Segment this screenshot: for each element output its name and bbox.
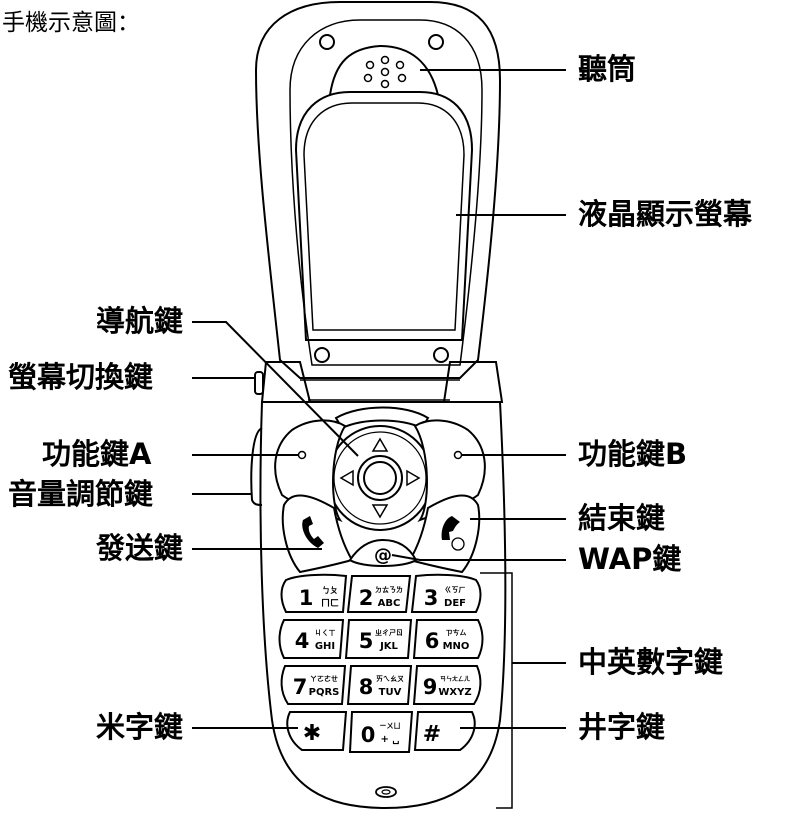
key-3-digit: 3 bbox=[424, 586, 439, 610]
key-5 bbox=[344, 619, 413, 659]
key-6-sub: ㄗㄘㄙ bbox=[446, 628, 467, 637]
function-key-a bbox=[274, 419, 347, 523]
key-4-digit: 4 bbox=[295, 629, 310, 653]
key-hash bbox=[413, 711, 476, 751]
up-arrow-icon bbox=[371, 437, 389, 452]
function-key-b-dot bbox=[453, 450, 463, 460]
key-0-digit: 0 bbox=[361, 723, 376, 747]
flip-screw-bottom-left bbox=[314, 347, 330, 363]
key-0 bbox=[348, 711, 414, 753]
leader-wap bbox=[391, 554, 566, 561]
wap-key bbox=[348, 538, 418, 567]
label-star-key: 米字鍵 bbox=[96, 710, 184, 744]
key-9-main: WXYZ bbox=[438, 687, 471, 698]
key-hash-symbol: # bbox=[423, 722, 441, 747]
key-3-main: DEF bbox=[444, 598, 466, 609]
diagram-title: 手機示意圖： bbox=[2, 10, 140, 36]
call-icon bbox=[302, 516, 324, 548]
key-1-digit: 1 bbox=[299, 586, 314, 610]
hinge-center bbox=[300, 379, 460, 401]
key-star-symbol: ✱ bbox=[303, 721, 321, 746]
function-key-a-dot bbox=[297, 450, 307, 460]
label-earpiece: 聽筒 bbox=[578, 52, 637, 86]
speaker-grille-icon bbox=[363, 55, 407, 89]
key-6 bbox=[412, 619, 484, 659]
key-8-sub: ㄞㄟㄠㄡ bbox=[376, 675, 404, 683]
key-5-digit: 5 bbox=[359, 629, 374, 653]
key-2 bbox=[346, 575, 412, 613]
key-star bbox=[286, 711, 348, 751]
flip-screw-top-right bbox=[428, 34, 444, 50]
label-function-key-a: 功能鍵A bbox=[42, 437, 152, 471]
nav-top-bar bbox=[334, 406, 430, 430]
key-6-main: MNO bbox=[443, 641, 470, 652]
key-0-sub: ㄧㄨㄩ bbox=[380, 722, 401, 730]
key-5-main: JKL bbox=[379, 641, 398, 652]
key-7 bbox=[280, 665, 347, 705]
key-9 bbox=[412, 665, 482, 705]
upper-flip-outline bbox=[254, 0, 502, 379]
label-function-key-b: 功能鍵B bbox=[578, 437, 688, 471]
key-3-sub: ㄍㄎㄏ bbox=[445, 586, 466, 594]
key-7-main: PQRS bbox=[309, 687, 340, 698]
key-1-sub: ㄅㄆ bbox=[322, 585, 338, 595]
key-3 bbox=[410, 573, 482, 613]
key-4-sub: ㄐㄑㄒ bbox=[315, 629, 336, 637]
key-0-main: + ␣ bbox=[380, 734, 399, 745]
label-screen-switch-key: 螢幕切換鍵 bbox=[8, 360, 154, 394]
volume-side-key bbox=[250, 427, 263, 506]
label-wap-key: WAP鍵 bbox=[578, 542, 682, 576]
key-1-main: ㄇㄈ bbox=[321, 598, 339, 609]
key-2-main: ABC bbox=[378, 598, 401, 609]
flip-screw-top-left bbox=[319, 34, 335, 50]
hinge-right bbox=[442, 361, 504, 403]
key-8-main: TUV bbox=[379, 687, 402, 698]
label-hash-key: 井字鍵 bbox=[578, 710, 666, 744]
left-arrow-icon bbox=[339, 469, 354, 487]
key-9-digit: 9 bbox=[423, 675, 438, 699]
camera-lens-icon bbox=[375, 786, 397, 798]
flip-screw-bottom-right bbox=[433, 347, 449, 363]
screen-switch-side-button bbox=[254, 371, 264, 395]
lcd-screen bbox=[303, 102, 465, 331]
nav-center-button bbox=[363, 461, 397, 495]
key-2-digit: 2 bbox=[359, 586, 374, 610]
key-8 bbox=[346, 665, 413, 705]
key-6-digit: 6 bbox=[425, 629, 440, 653]
end-call-icon bbox=[441, 516, 460, 540]
lower-body-outline bbox=[259, 401, 507, 810]
alnum-bracket bbox=[480, 572, 513, 809]
key-7-digit: 7 bbox=[293, 675, 308, 699]
key-7-sub: ㄚㄛㄜㄝ bbox=[310, 675, 338, 683]
leader-nav bbox=[192, 321, 359, 457]
wap-key-symbol: @ bbox=[374, 545, 392, 566]
label-send-key: 發送鍵 bbox=[96, 531, 184, 565]
key-1 bbox=[280, 573, 348, 613]
down-arrow-icon bbox=[371, 504, 389, 519]
right-arrow-icon bbox=[406, 469, 421, 487]
label-alphanumeric-keys: 中英數字鍵 bbox=[578, 645, 724, 679]
label-end-key: 結束鍵 bbox=[578, 501, 666, 535]
lcd-screen-bezel bbox=[294, 91, 474, 341]
key-5-sub: ㄓㄔㄕㄖ bbox=[375, 628, 403, 637]
label-nav-key: 導航鍵 bbox=[96, 304, 184, 338]
upper-flip-inner-outline bbox=[289, 19, 483, 366]
key-9-sub: ㄢㄣㄤㄥㄦ bbox=[440, 675, 470, 683]
label-lcd-screen: 液晶顯示螢幕 bbox=[578, 197, 753, 231]
key-4 bbox=[278, 619, 345, 659]
key-4-main: GHI bbox=[315, 641, 335, 652]
label-volume-key: 音量調節鍵 bbox=[8, 477, 154, 511]
key-2-sub: ㄉㄊㄋㄌ bbox=[375, 585, 403, 594]
key-8-digit: 8 bbox=[359, 675, 374, 699]
